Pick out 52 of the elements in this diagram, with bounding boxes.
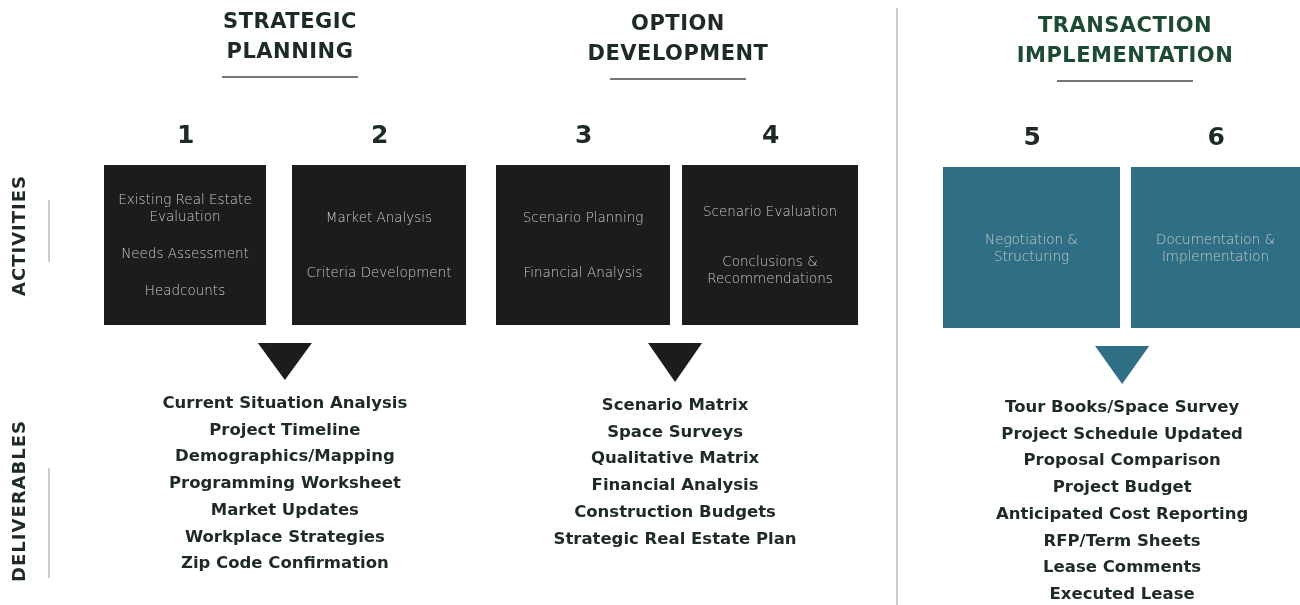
activity-text: Criteria Development bbox=[306, 264, 452, 281]
deliverable-item: Project Timeline bbox=[209, 418, 361, 441]
deliverable-item: Strategic Real Estate Plan bbox=[553, 527, 797, 550]
deliverable-item: Space Surveys bbox=[607, 420, 743, 443]
activity-text: Headcounts bbox=[144, 282, 226, 299]
step-number: 6 bbox=[1207, 122, 1225, 151]
activity-box bbox=[292, 165, 466, 325]
activity-text: Market Analysis bbox=[325, 209, 433, 226]
deliverable-item: Construction Budgets bbox=[574, 500, 776, 523]
step-number: 4 bbox=[762, 120, 780, 149]
activity-text: Negotiation & Structuring bbox=[984, 230, 1079, 265]
deliverable-item: Lease Comments bbox=[1043, 556, 1202, 579]
activity-box bbox=[682, 165, 858, 325]
deliverable-item: Workplace Strategies bbox=[184, 525, 385, 548]
down-arrow bbox=[648, 343, 703, 382]
deliverable-item: Market Updates bbox=[210, 498, 359, 521]
row-label: ACTIVITIES bbox=[8, 175, 29, 296]
activity-text: Scenario Planning bbox=[522, 209, 644, 226]
activity-box bbox=[1131, 167, 1300, 328]
row-label: DELIVERABLES bbox=[8, 420, 29, 582]
activity-text: Existing Real Estate Evaluation bbox=[117, 191, 253, 225]
deliverable-item: Proposal Comparison bbox=[1023, 449, 1221, 472]
deliverable-item: Tour Books/Space Survey bbox=[1005, 396, 1240, 418]
activity-box bbox=[943, 167, 1120, 328]
deliverable-item: Current Situation Analysis bbox=[162, 392, 408, 414]
deliverable-item: Financial Analysis bbox=[591, 474, 759, 497]
activity-box bbox=[104, 165, 266, 325]
down-arrow bbox=[1095, 346, 1150, 384]
step-number: 3 bbox=[575, 120, 593, 149]
deliverable-item: Executed Lease bbox=[1049, 582, 1195, 605]
activity-text: Needs Assessment bbox=[121, 245, 249, 262]
phase-heading: OPTION DEVELOPMENT bbox=[586, 10, 770, 67]
deliverable-item: RFP/Term Sheets bbox=[1043, 529, 1201, 552]
deliverable-item: Programming Worksheet bbox=[168, 472, 401, 495]
deliverable-item: Project Budget bbox=[1052, 476, 1192, 499]
activity-text: Documentation & Implementation bbox=[1155, 230, 1276, 265]
phase-heading: STRATEGIC PLANNING bbox=[222, 8, 358, 65]
activity-box bbox=[496, 165, 670, 325]
activity-text: Financial Analysis bbox=[523, 264, 643, 281]
step-number: 2 bbox=[371, 120, 389, 149]
step-number: 5 bbox=[1023, 122, 1041, 151]
deliverable-item: Zip Code Confirmation bbox=[180, 552, 389, 575]
phase-heading: TRANSACTION IMPLEMENTATION bbox=[1015, 12, 1235, 69]
step-number: 1 bbox=[177, 120, 195, 149]
deliverable-item: Project Schedule Updated bbox=[1001, 422, 1243, 445]
deliverable-item: Anticipated Cost Reporting bbox=[996, 502, 1249, 525]
activity-text: Scenario Evaluation bbox=[702, 203, 838, 221]
activity-text: Conclusions & Recommendations bbox=[706, 252, 834, 287]
deliverable-item: Scenario Matrix bbox=[601, 394, 749, 416]
deliverable-item: Qualitative Matrix bbox=[590, 447, 760, 470]
down-arrow bbox=[257, 343, 312, 380]
deliverable-item: Demographics/Mapping bbox=[175, 445, 395, 468]
